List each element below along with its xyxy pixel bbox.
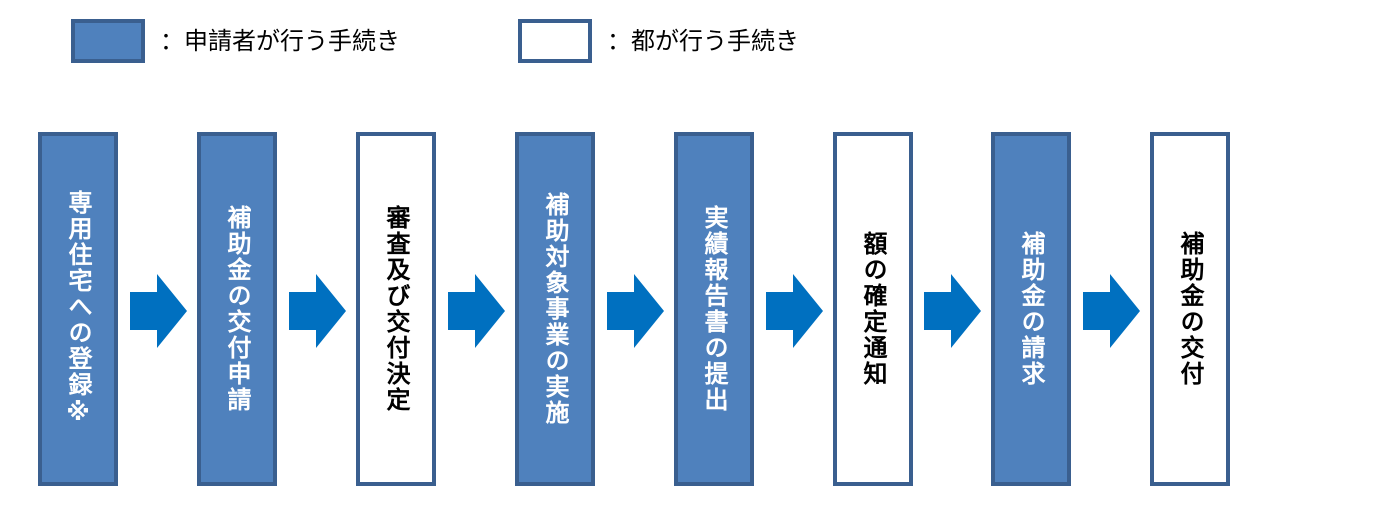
arrow-right-icon bbox=[1083, 274, 1140, 348]
arrow-right-icon bbox=[766, 274, 823, 348]
step-3-label: 審査及び交付決定 bbox=[382, 205, 410, 413]
step-8-box: 補助金の交付 bbox=[1150, 132, 1230, 486]
step-6-box: 額の確定通知 bbox=[833, 132, 913, 486]
step-4-label: 補助対象事業の実施 bbox=[541, 192, 569, 426]
arrow-right-icon bbox=[130, 274, 187, 348]
arrow-right-icon bbox=[924, 274, 981, 348]
step-5-box: 実績報告書の提出 bbox=[674, 132, 754, 486]
step-7-box: 補助金の請求 bbox=[991, 132, 1071, 486]
legend-applicant-swatch bbox=[71, 19, 145, 63]
legend-applicant-label: ：申請者が行う手続き bbox=[160, 27, 400, 55]
step-3-box: 審査及び交付決定 bbox=[356, 132, 436, 486]
step-5-label: 実績報告書の提出 bbox=[700, 205, 728, 413]
arrow-right-icon bbox=[607, 274, 664, 348]
step-6-label: 額の確定通知 bbox=[859, 231, 887, 387]
step-8-label: 補助金の交付 bbox=[1176, 231, 1204, 387]
legend-metro-swatch bbox=[518, 19, 592, 63]
legend-metro-label: ：都が行う手続き bbox=[607, 27, 799, 55]
step-2-label: 補助金の交付申請 bbox=[223, 205, 251, 413]
arrow-right-icon bbox=[448, 274, 505, 348]
step-1-label: 専用住宅への登録※ bbox=[64, 190, 92, 428]
step-7-label: 補助金の請求 bbox=[1017, 231, 1045, 387]
step-1-box: 専用住宅への登録※ bbox=[38, 132, 118, 486]
step-4-box: 補助対象事業の実施 bbox=[515, 132, 595, 486]
arrow-right-icon bbox=[289, 274, 346, 348]
step-2-box: 補助金の交付申請 bbox=[197, 132, 277, 486]
